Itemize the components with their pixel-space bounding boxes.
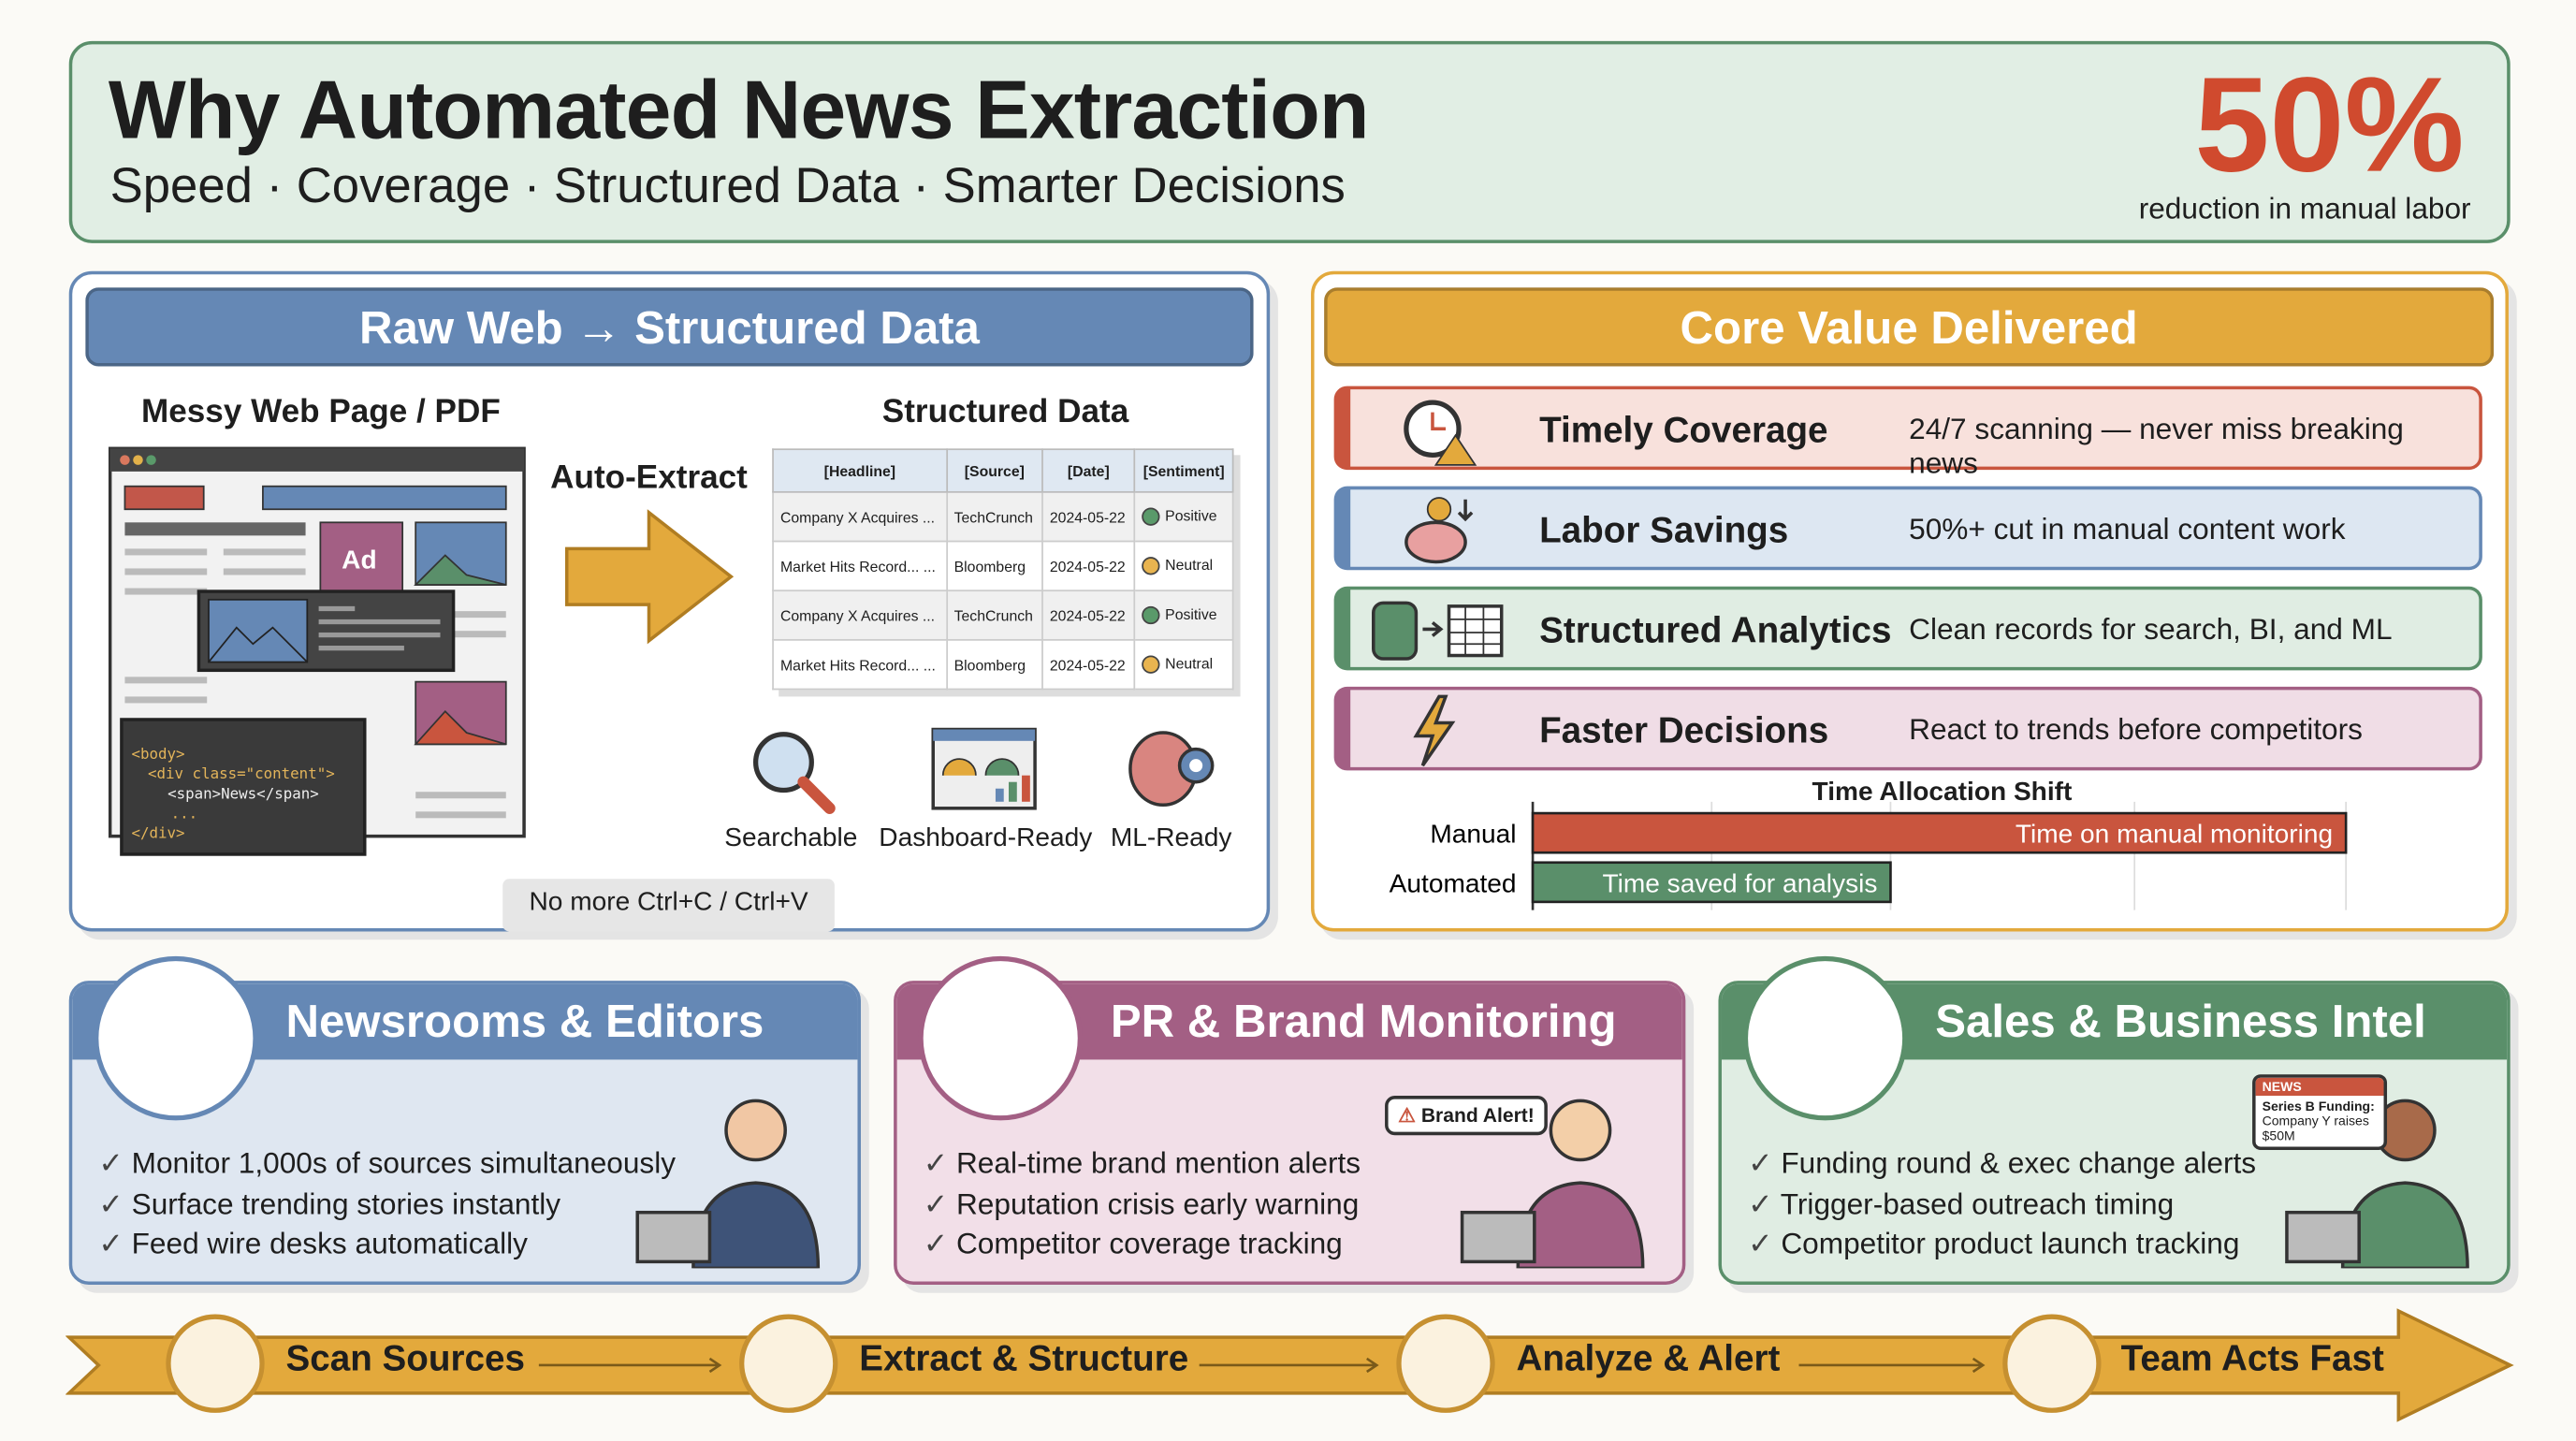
news-tower-icon: [94, 955, 258, 1121]
bullet-item: Reputation crisis early warning: [924, 1184, 1361, 1224]
bullet-item: Monitor 1,000s of sources simultaneously: [98, 1143, 676, 1184]
structured-label: Structured Data: [881, 394, 1129, 430]
dashboard-icon: [931, 727, 1037, 810]
bar-manual: [1531, 811, 2348, 854]
card-bullets: Monitor 1,000s of sources simultaneously…: [98, 1143, 676, 1264]
feature-ml-ready: ML-Ready: [1110, 824, 1232, 853]
magnifier-icon: [752, 732, 836, 814]
category-label: Manual: [1430, 820, 1516, 849]
bullet-item: Trigger-based outreach timing: [1748, 1184, 2256, 1224]
bar-label: Time on manual monitoring: [2016, 820, 2333, 849]
card-bullets: Real-time brand mention alertsReputation…: [924, 1143, 1361, 1264]
piggy-bank-icon: [1404, 497, 1474, 564]
panel-title: Raw Web → Structured Data: [85, 287, 1254, 367]
bullet-item: Real-time brand mention alerts: [924, 1143, 1361, 1184]
bullet-item: Competitor coverage tracking: [924, 1224, 1361, 1264]
bullet-item: Surface trending stories instantly: [98, 1184, 676, 1224]
step-analyze-alert: Analyze & Alert: [1516, 1337, 1781, 1379]
stat-label: reduction in manual labor: [2138, 192, 2471, 226]
bullet-item: Feed wire desks automatically: [98, 1224, 676, 1264]
auto-extract-label: Auto-Extract: [550, 459, 748, 497]
stat-value: 50%: [2194, 51, 2465, 201]
svg-text:<body><div class="content"><sp: <body><div class="content"><span>News</s…: [131, 745, 334, 841]
bullet-item: Funding round & exec change alerts: [1748, 1143, 2256, 1184]
arrow-right-icon: [564, 509, 735, 645]
pr-brand-card: PR & Brand Monitoring Real-time brand me…: [894, 981, 1686, 1285]
page-subtitle: Speed · Coverage · Structured Data · Sma…: [109, 159, 1346, 214]
step-extract-structure: Extract & Structure: [859, 1337, 1189, 1379]
messy-label: Messy Web Page / PDF: [140, 394, 501, 430]
brain-gear-icon: [1128, 731, 1215, 808]
team-icon: [2002, 1314, 2102, 1413]
clock-warning-icon: [1404, 400, 1477, 466]
lightning-icon: [1413, 694, 1456, 767]
svg-text:Ad: Ad: [342, 545, 376, 574]
brand-alert-bubble: ⚠ Brand Alert!: [1385, 1096, 1548, 1136]
person-illustration: [1460, 1099, 1645, 1269]
person-illustration: [635, 1099, 821, 1269]
globe-search-icon: [166, 1314, 265, 1413]
time-allocation-chart: Manual Time on manual monitoringAutomated…: [1390, 801, 2348, 910]
bar-automated: [1531, 861, 1892, 904]
bullet-item: Competitor product launch tracking: [1748, 1224, 2256, 1264]
core-value-title: Core Value Delivered: [1324, 287, 2495, 367]
gear-table-icon: [739, 1314, 838, 1413]
flow-arrow: [65, 1308, 2514, 1422]
chart-title: Time Allocation Shift: [1812, 779, 2073, 808]
database-table-icon: [1372, 601, 1504, 661]
target-dollar-icon: [1742, 955, 1908, 1121]
feature-dashboard-ready: Dashboard-Ready: [879, 824, 1093, 853]
bar-label: Time saved for analysis: [1603, 868, 1878, 897]
feature-searchable: Searchable: [724, 824, 858, 853]
category-label: Automated: [1390, 868, 1517, 897]
structured-table: [Headline][Source][Date][Sentiment] Comp…: [772, 448, 1234, 691]
warning-icon: ⚠: [1398, 1103, 1421, 1128]
messy-webpage-illustration: Ad <body><div class="content"><span>News…: [108, 446, 526, 856]
page-title: Why Automated News Extraction: [108, 64, 1370, 156]
dashboard-alert-icon: [1396, 1314, 1495, 1413]
step-team-acts-fast: Team Acts Fast: [2120, 1337, 2384, 1379]
megaphone-shield-icon: [918, 955, 1084, 1121]
header-banner: [68, 40, 2511, 243]
card-bullets: Funding round & exec change alertsTrigge…: [1748, 1143, 2256, 1264]
step-scan-sources: Scan Sources: [285, 1337, 525, 1379]
note-pill: No more Ctrl+C / Ctrl+V: [502, 879, 835, 932]
person-illustration: [2285, 1099, 2469, 1269]
